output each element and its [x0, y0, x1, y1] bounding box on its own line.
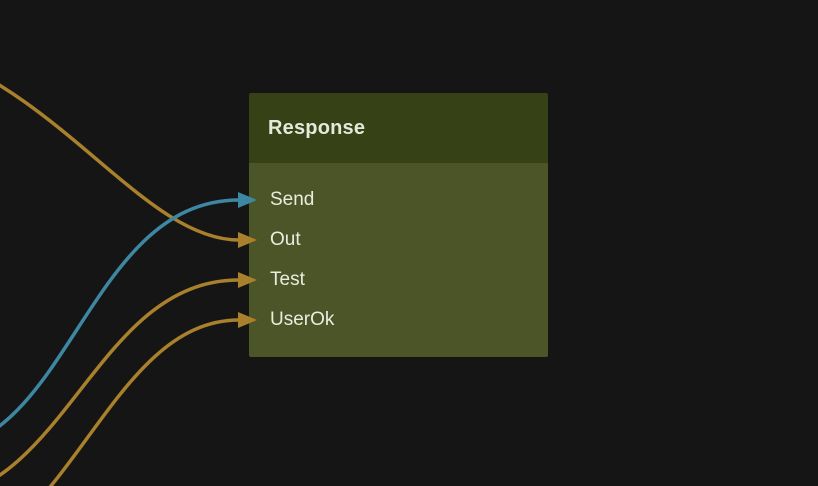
port-label-userok: UserOk — [270, 309, 335, 330]
port-row-test: Test — [249, 260, 548, 300]
wire-userok[interactable] — [0, 318, 240, 486]
wire-out[interactable] — [0, 55, 240, 242]
wire-send[interactable] — [0, 198, 240, 450]
port-row-userok: UserOk — [249, 300, 548, 340]
node-body: Send Out Test UserOk — [249, 163, 548, 357]
node-header[interactable]: Response — [249, 93, 548, 163]
node-title: Response — [268, 116, 366, 139]
port-row-send: Send — [249, 180, 548, 220]
port-label-out: Out — [270, 229, 301, 250]
port-label-test: Test — [270, 269, 305, 290]
port-label-send: Send — [270, 189, 315, 210]
port-row-out: Out — [249, 220, 548, 260]
wire-test[interactable] — [0, 278, 240, 486]
node-response[interactable]: Response Send Out Test UserOk — [249, 93, 548, 357]
